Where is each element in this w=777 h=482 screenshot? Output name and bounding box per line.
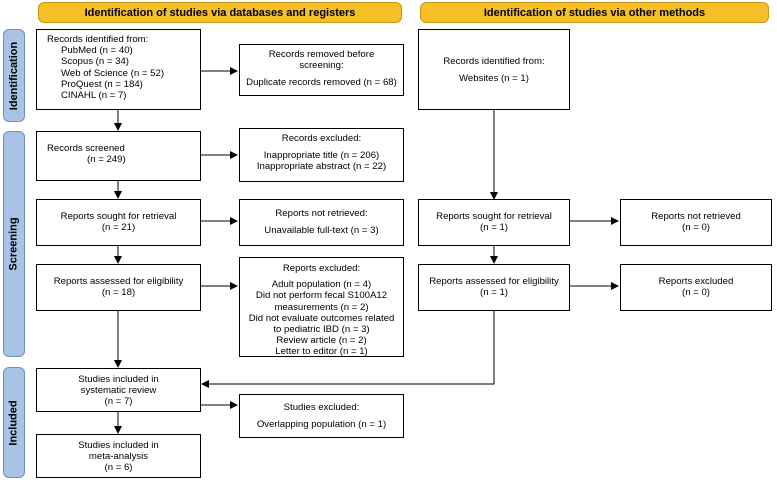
other-identified-websites: Websites (n = 1) bbox=[459, 73, 529, 85]
records-excluded-title-reason: Inappropriate title (n = 206) bbox=[263, 150, 380, 162]
arrow-other-to-included bbox=[201, 311, 495, 388]
box-records-screened: Records screened (n = 249) bbox=[36, 131, 201, 181]
reports-excluded-letter: Letter to editor (n = 1) bbox=[275, 346, 368, 358]
other-not-retrieved-count: (n = 0) bbox=[682, 222, 710, 234]
other-identified-title: Records identified from: bbox=[443, 56, 545, 67]
studies-excluded-title: Studies excluded: bbox=[283, 402, 360, 413]
box-records-removed: Records removed before screening: Duplic… bbox=[239, 44, 404, 96]
header-other-methods: Identification of studies via other meth… bbox=[420, 2, 769, 23]
box-other-sought: Reports sought for retrieval (n = 1) bbox=[418, 199, 570, 246]
box-studies-included-review: Studies included in systematic review (n… bbox=[36, 368, 201, 412]
records-screened-title: Records screened bbox=[47, 143, 125, 154]
reports-sought-title: Reports sought for retrieval bbox=[60, 211, 177, 222]
box-studies-excluded: Studies excluded: Overlapping population… bbox=[239, 394, 404, 438]
studies-excluded-detail: Overlapping population (n = 1) bbox=[256, 419, 387, 431]
other-excluded-title: Reports excluded bbox=[658, 276, 734, 287]
records-excluded-abstract-reason: Inappropriate abstract (n = 22) bbox=[256, 161, 387, 173]
studies-included-meta-line-2: meta-analysis bbox=[88, 451, 149, 463]
phase-screening: Screening bbox=[3, 131, 25, 357]
box-other-identified: Records identified from: Websites (n = 1… bbox=[418, 29, 570, 110]
other-assessed-count: (n = 1) bbox=[480, 287, 508, 299]
phase-identification: Identification bbox=[3, 29, 25, 122]
box-reports-not-retrieved: Reports not retrieved: Unavailable full-… bbox=[239, 199, 404, 246]
reports-excluded-fecal-1: Did not perform fecal S100A12 bbox=[255, 290, 388, 302]
box-other-excluded: Reports excluded (n = 0) bbox=[620, 264, 772, 311]
reports-excluded-review: Review article (n = 2) bbox=[276, 335, 367, 347]
reports-excluded-outcomes-1: Did not evaluate outcomes related bbox=[248, 312, 395, 324]
header-databases: Identification of studies via databases … bbox=[38, 2, 402, 23]
source-cinahl: CINAHL (n = 7) bbox=[61, 90, 127, 102]
reports-not-retrieved-title: Reports not retrieved: bbox=[275, 208, 368, 219]
box-reports-excluded: Reports excluded: Adult population (n = … bbox=[239, 257, 404, 357]
reports-excluded-title: Reports excluded: bbox=[282, 263, 361, 274]
box-reports-assessed: Reports assessed for eligibility (n = 18… bbox=[36, 264, 201, 311]
box-records-identified: Records identified from: PubMed (n = 40)… bbox=[36, 29, 201, 110]
studies-included-review-line-1: Studies included in bbox=[78, 374, 159, 385]
studies-included-review-count: (n = 7) bbox=[104, 396, 133, 408]
reports-excluded-fecal-2: measurements (n = 2) bbox=[274, 301, 369, 313]
reports-sought-count: (n = 21) bbox=[101, 222, 136, 234]
reports-assessed-title: Reports assessed for eligibility bbox=[53, 276, 184, 287]
box-reports-sought: Reports sought for retrieval (n = 21) bbox=[36, 199, 201, 246]
other-sought-count: (n = 1) bbox=[480, 222, 508, 234]
box-records-excluded: Records excluded: Inappropriate title (n… bbox=[239, 128, 404, 182]
source-scopus: Scopus (n = 34) bbox=[61, 56, 129, 68]
box-other-not-retrieved: Reports not retrieved (n = 0) bbox=[620, 199, 772, 246]
reports-assessed-count: (n = 18) bbox=[101, 287, 136, 299]
reports-excluded-outcomes-2: to pediatric IBD (n = 3) bbox=[273, 324, 370, 336]
phase-included: Included bbox=[3, 367, 25, 478]
other-excluded-count: (n = 0) bbox=[682, 287, 710, 299]
other-sought-title: Reports sought for retrieval bbox=[436, 211, 552, 222]
records-identified-title: Records identified from: bbox=[47, 34, 149, 45]
records-removed-detail: Duplicate records removed (n = 68) bbox=[246, 77, 397, 89]
records-removed-title-2: screening: bbox=[299, 60, 344, 72]
box-studies-included-meta: Studies included in meta-analysis (n = 6… bbox=[36, 434, 201, 478]
box-other-assessed: Reports assessed for eligibility (n = 1) bbox=[418, 264, 570, 311]
reports-excluded-adult: Adult population (n = 4) bbox=[271, 279, 372, 291]
source-pubmed: PubMed (n = 40) bbox=[61, 45, 133, 57]
source-web-of-science: Web of Science (n = 52) bbox=[61, 67, 165, 79]
source-proquest: ProQuest (n = 184) bbox=[61, 78, 143, 90]
records-excluded-title: Records excluded: bbox=[281, 133, 362, 144]
other-not-retrieved-title: Reports not retrieved bbox=[651, 211, 741, 222]
reports-not-retrieved-detail: Unavailable full-text (n = 3) bbox=[264, 225, 379, 237]
other-assessed-title: Reports assessed for eligibility bbox=[429, 276, 559, 287]
studies-included-meta-count: (n = 6) bbox=[104, 462, 133, 474]
studies-included-review-line-2: systematic review bbox=[80, 385, 157, 397]
studies-included-meta-line-1: Studies included in bbox=[78, 440, 159, 451]
records-screened-count: (n = 249) bbox=[87, 154, 126, 166]
records-removed-title-1: Records removed before bbox=[268, 49, 375, 60]
